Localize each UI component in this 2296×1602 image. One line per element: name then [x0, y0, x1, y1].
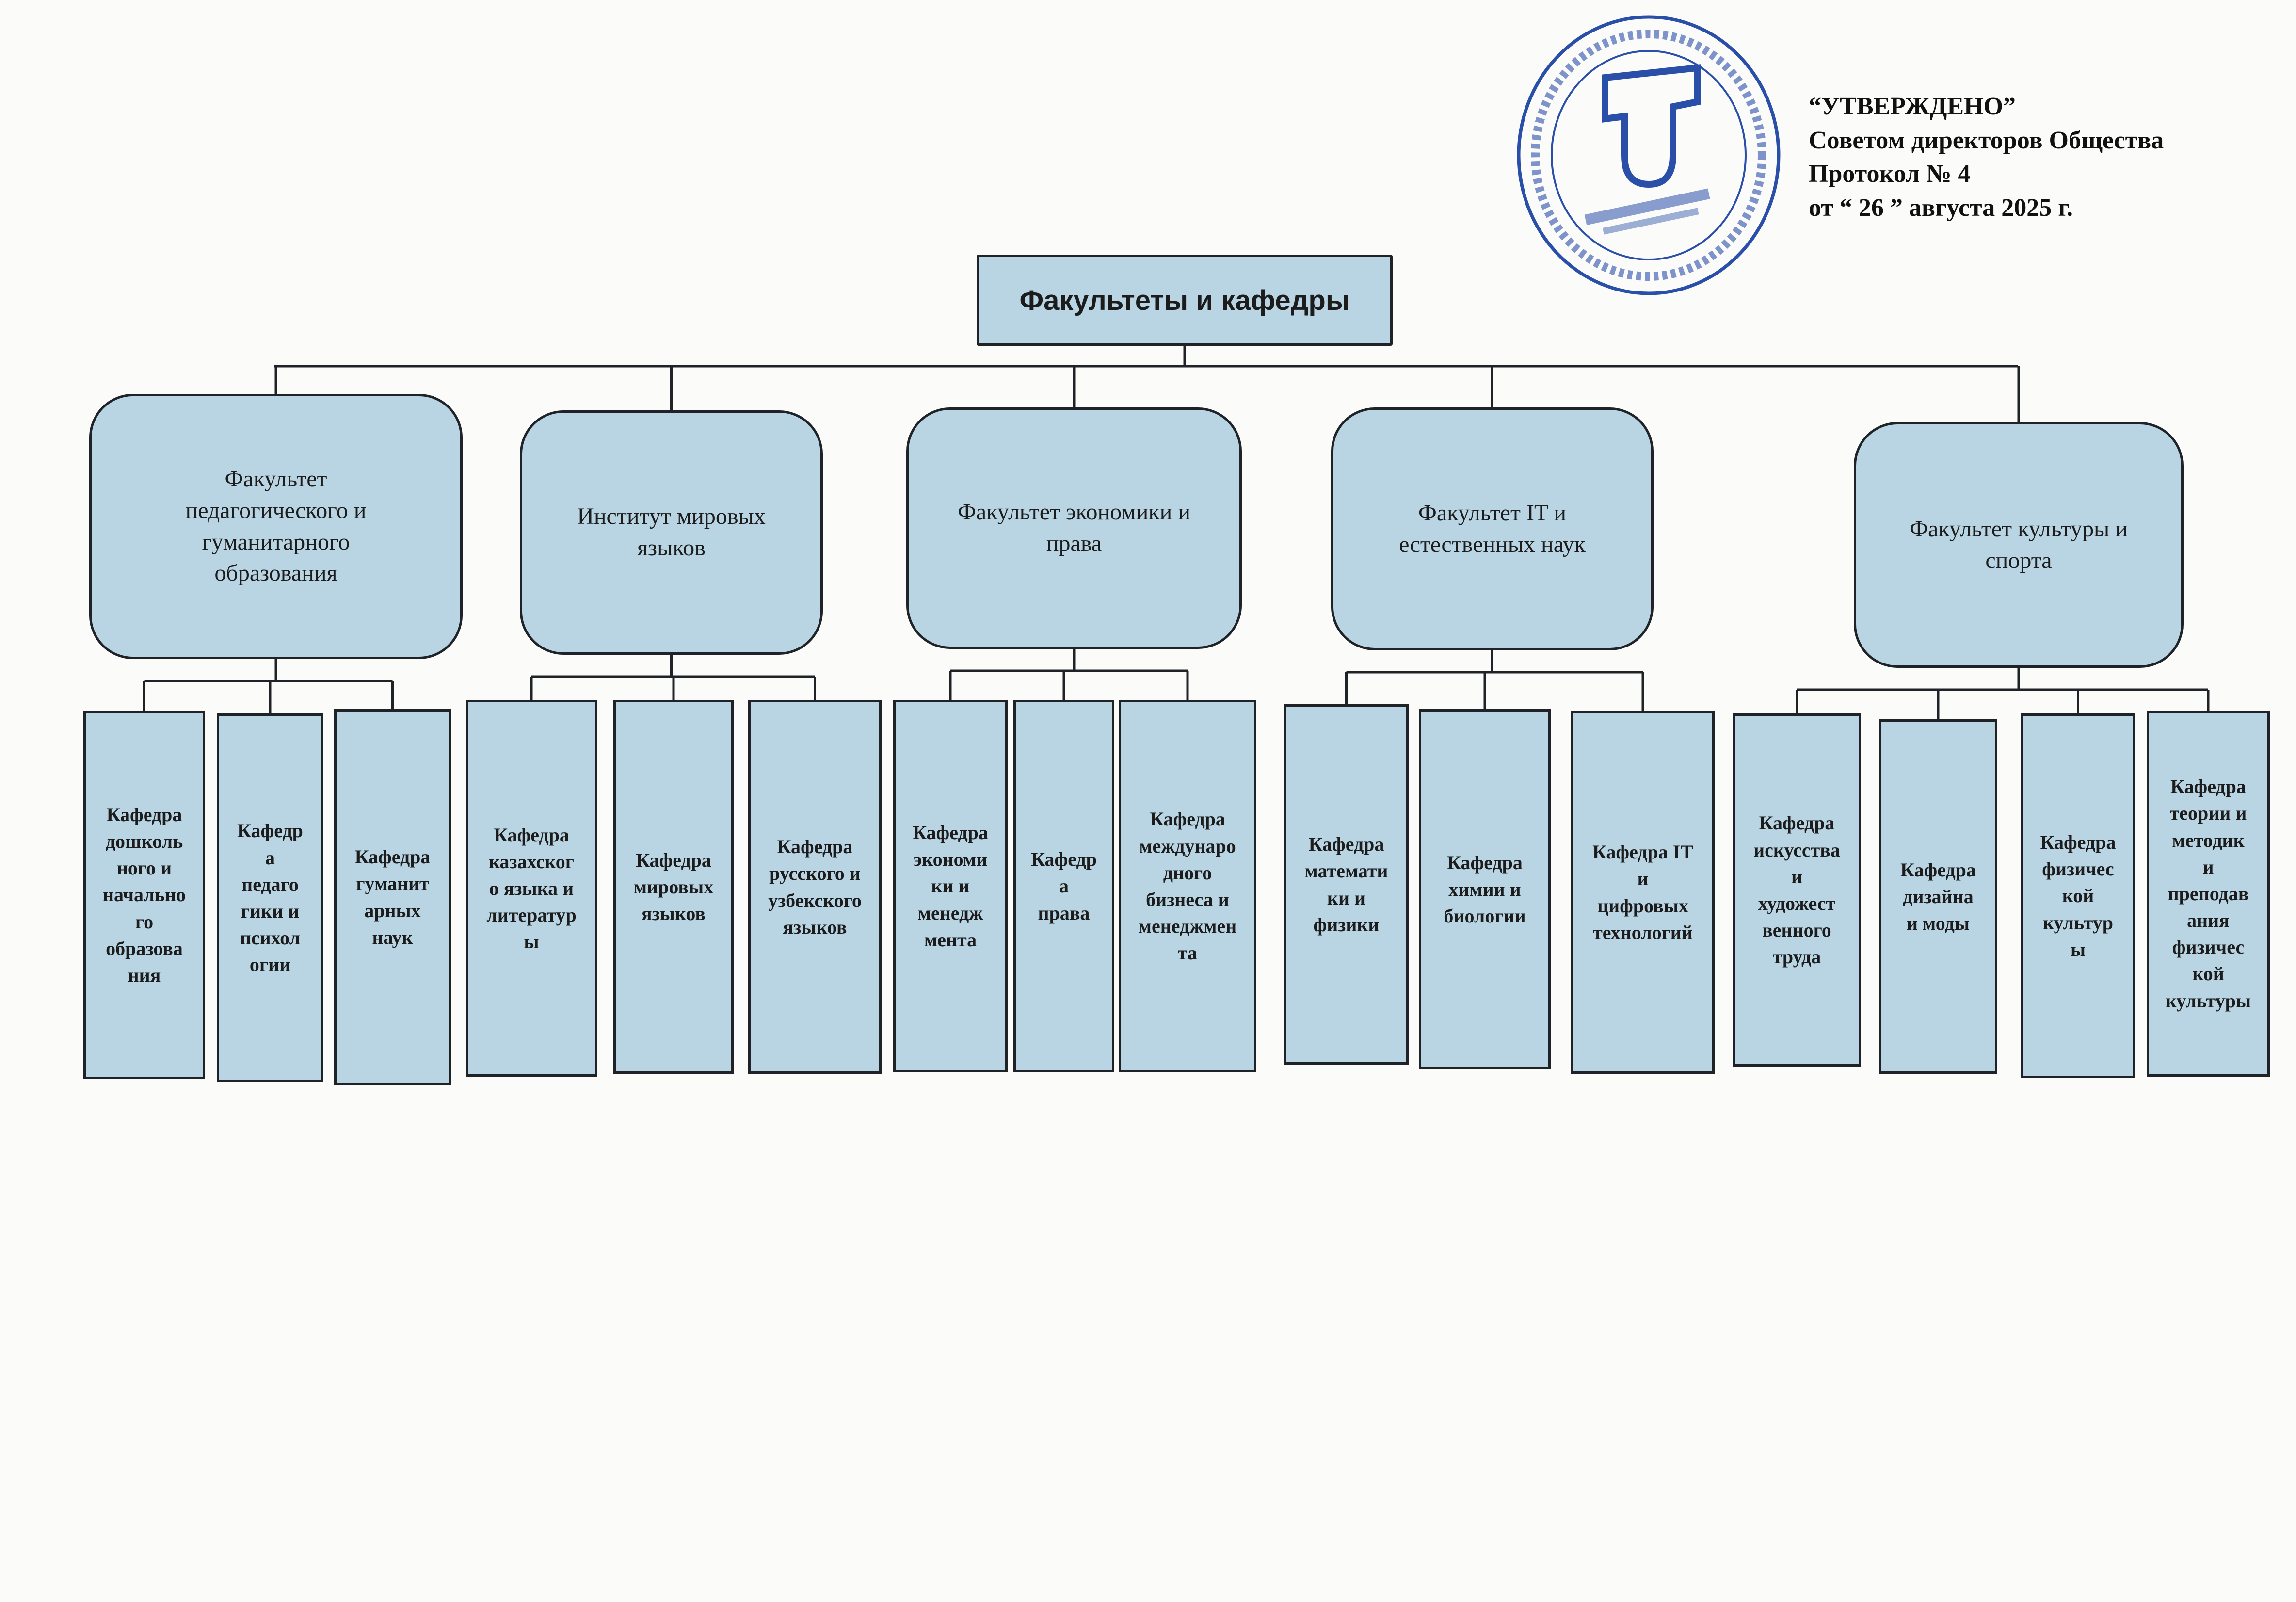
- department-node: Кафедра экономи ки и менедж мента: [893, 700, 1008, 1072]
- department-node: Кафедра химии и биологии: [1419, 709, 1551, 1069]
- stamp-ring-lettering-band: [1531, 30, 1766, 281]
- department-node: Кафедра дошколь ного и начально го образ…: [83, 711, 205, 1079]
- department-node: Кафедра теории и методик и преподав ания…: [2147, 711, 2270, 1077]
- stamp-logo-lettering-band-2: [1602, 208, 1699, 235]
- stamp-outer-ring: [1517, 15, 1781, 295]
- department-node: Кафедр а педаго гики и психол огии: [217, 713, 323, 1082]
- approval-protocol: Протокол № 4: [1809, 160, 1971, 188]
- approval-block: “УТВЕРЖДЕНО” Советом директоров Общества…: [1809, 90, 2164, 225]
- department-node: Кафедр а права: [1013, 700, 1114, 1072]
- department-node: Кафедра мировых языков: [613, 700, 734, 1074]
- root-node: Факультеты и кафедры: [977, 255, 1393, 346]
- department-node: Кафедра дизайна и моды: [1879, 719, 1997, 1074]
- approval-authority: Советом директоров Общества: [1809, 126, 2164, 154]
- faculty-node: Институт мировых языков: [520, 410, 823, 655]
- stamp-logo-lettering-band: [1584, 188, 1710, 226]
- faculty-node: Факультет культуры и спорта: [1854, 422, 2184, 668]
- department-node: Кафедра математи ки и физики: [1284, 704, 1409, 1065]
- department-node: Кафедра искусства и художест венного тру…: [1733, 713, 1861, 1067]
- stamp-inner-ring: [1551, 50, 1747, 260]
- faculty-node: Факультет IT и естественных наук: [1331, 407, 1654, 650]
- department-node: Кафедра междунаро дного бизнеса и менедж…: [1119, 700, 1256, 1072]
- faculty-node: Факультет педагогического и гуманитарног…: [89, 394, 463, 659]
- department-node: Кафедра русского и узбекского языков: [748, 700, 882, 1074]
- department-node: Кафедра гуманит арных наук: [334, 709, 451, 1085]
- department-node: Кафедра IT и цифровых технологий: [1571, 711, 1715, 1074]
- stamp-logo-icon: [1602, 64, 1701, 188]
- approval-date: от “ 26 ” августа 2025 г.: [1809, 194, 2073, 222]
- university-seal-stamp: [1517, 15, 1781, 295]
- faculty-node: Факультет экономики и права: [906, 407, 1242, 649]
- approval-title: “УТВЕРЖДЕНО”: [1809, 93, 2016, 120]
- department-node: Кафедра физичес кой культур ы: [2021, 713, 2135, 1078]
- department-node: Кафедра казахског о языка и литератур ы: [466, 700, 597, 1077]
